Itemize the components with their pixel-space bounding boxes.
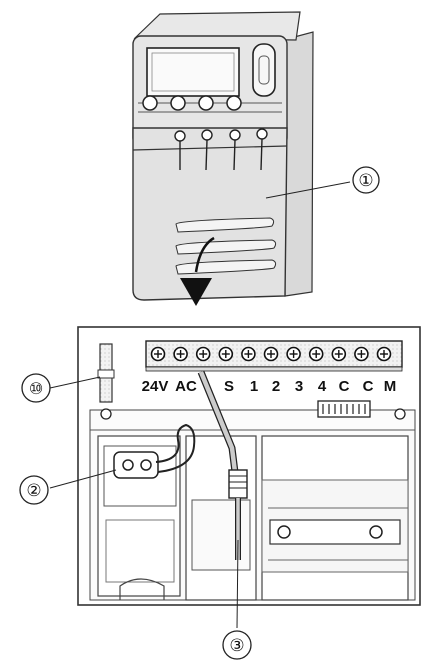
button-2 [170, 95, 186, 111]
down-arrow-icon [180, 278, 212, 306]
terminal-label-9: M [384, 378, 397, 395]
transformer [113, 423, 196, 479]
controller-unit [132, 11, 314, 301]
dip-connector [317, 400, 371, 418]
leader-fuse [49, 376, 101, 389]
cable [197, 370, 248, 560]
terminal-label-0: 24V [142, 378, 169, 395]
terminal-label-8: C [363, 378, 374, 395]
button-4 [226, 95, 242, 111]
terminal-label-7: C [339, 378, 350, 395]
mounting-base [77, 326, 421, 606]
terminal-label-1: AC [175, 378, 197, 395]
terminal-label-3: 1 [250, 378, 258, 395]
front-cover [132, 127, 288, 301]
terminal-label-2: S [224, 378, 234, 395]
leader-transformer [49, 469, 117, 489]
terminal-label-6: 4 [318, 378, 327, 395]
callout-cover: ① [358, 171, 373, 191]
callout-cable: ③ [229, 636, 244, 656]
leader-cover [265, 181, 351, 199]
terminal-label-5: 3 [295, 378, 303, 395]
callout-transformer: ② [26, 481, 41, 501]
button-3 [198, 95, 214, 111]
button-1 [142, 95, 158, 111]
terminal-label-4: 2 [272, 378, 280, 395]
callout-fuse: ⑩ [29, 379, 43, 398]
slide-switches [174, 128, 268, 171]
callout-10-circle [21, 373, 51, 403]
leader-cable [236, 539, 239, 629]
removal-path [194, 236, 215, 273]
callout-2-circle [19, 475, 49, 505]
lcd-display [146, 47, 240, 97]
dial-knob [252, 43, 276, 97]
callout-1-circle [352, 166, 380, 194]
callout-3-circle [222, 630, 252, 660]
